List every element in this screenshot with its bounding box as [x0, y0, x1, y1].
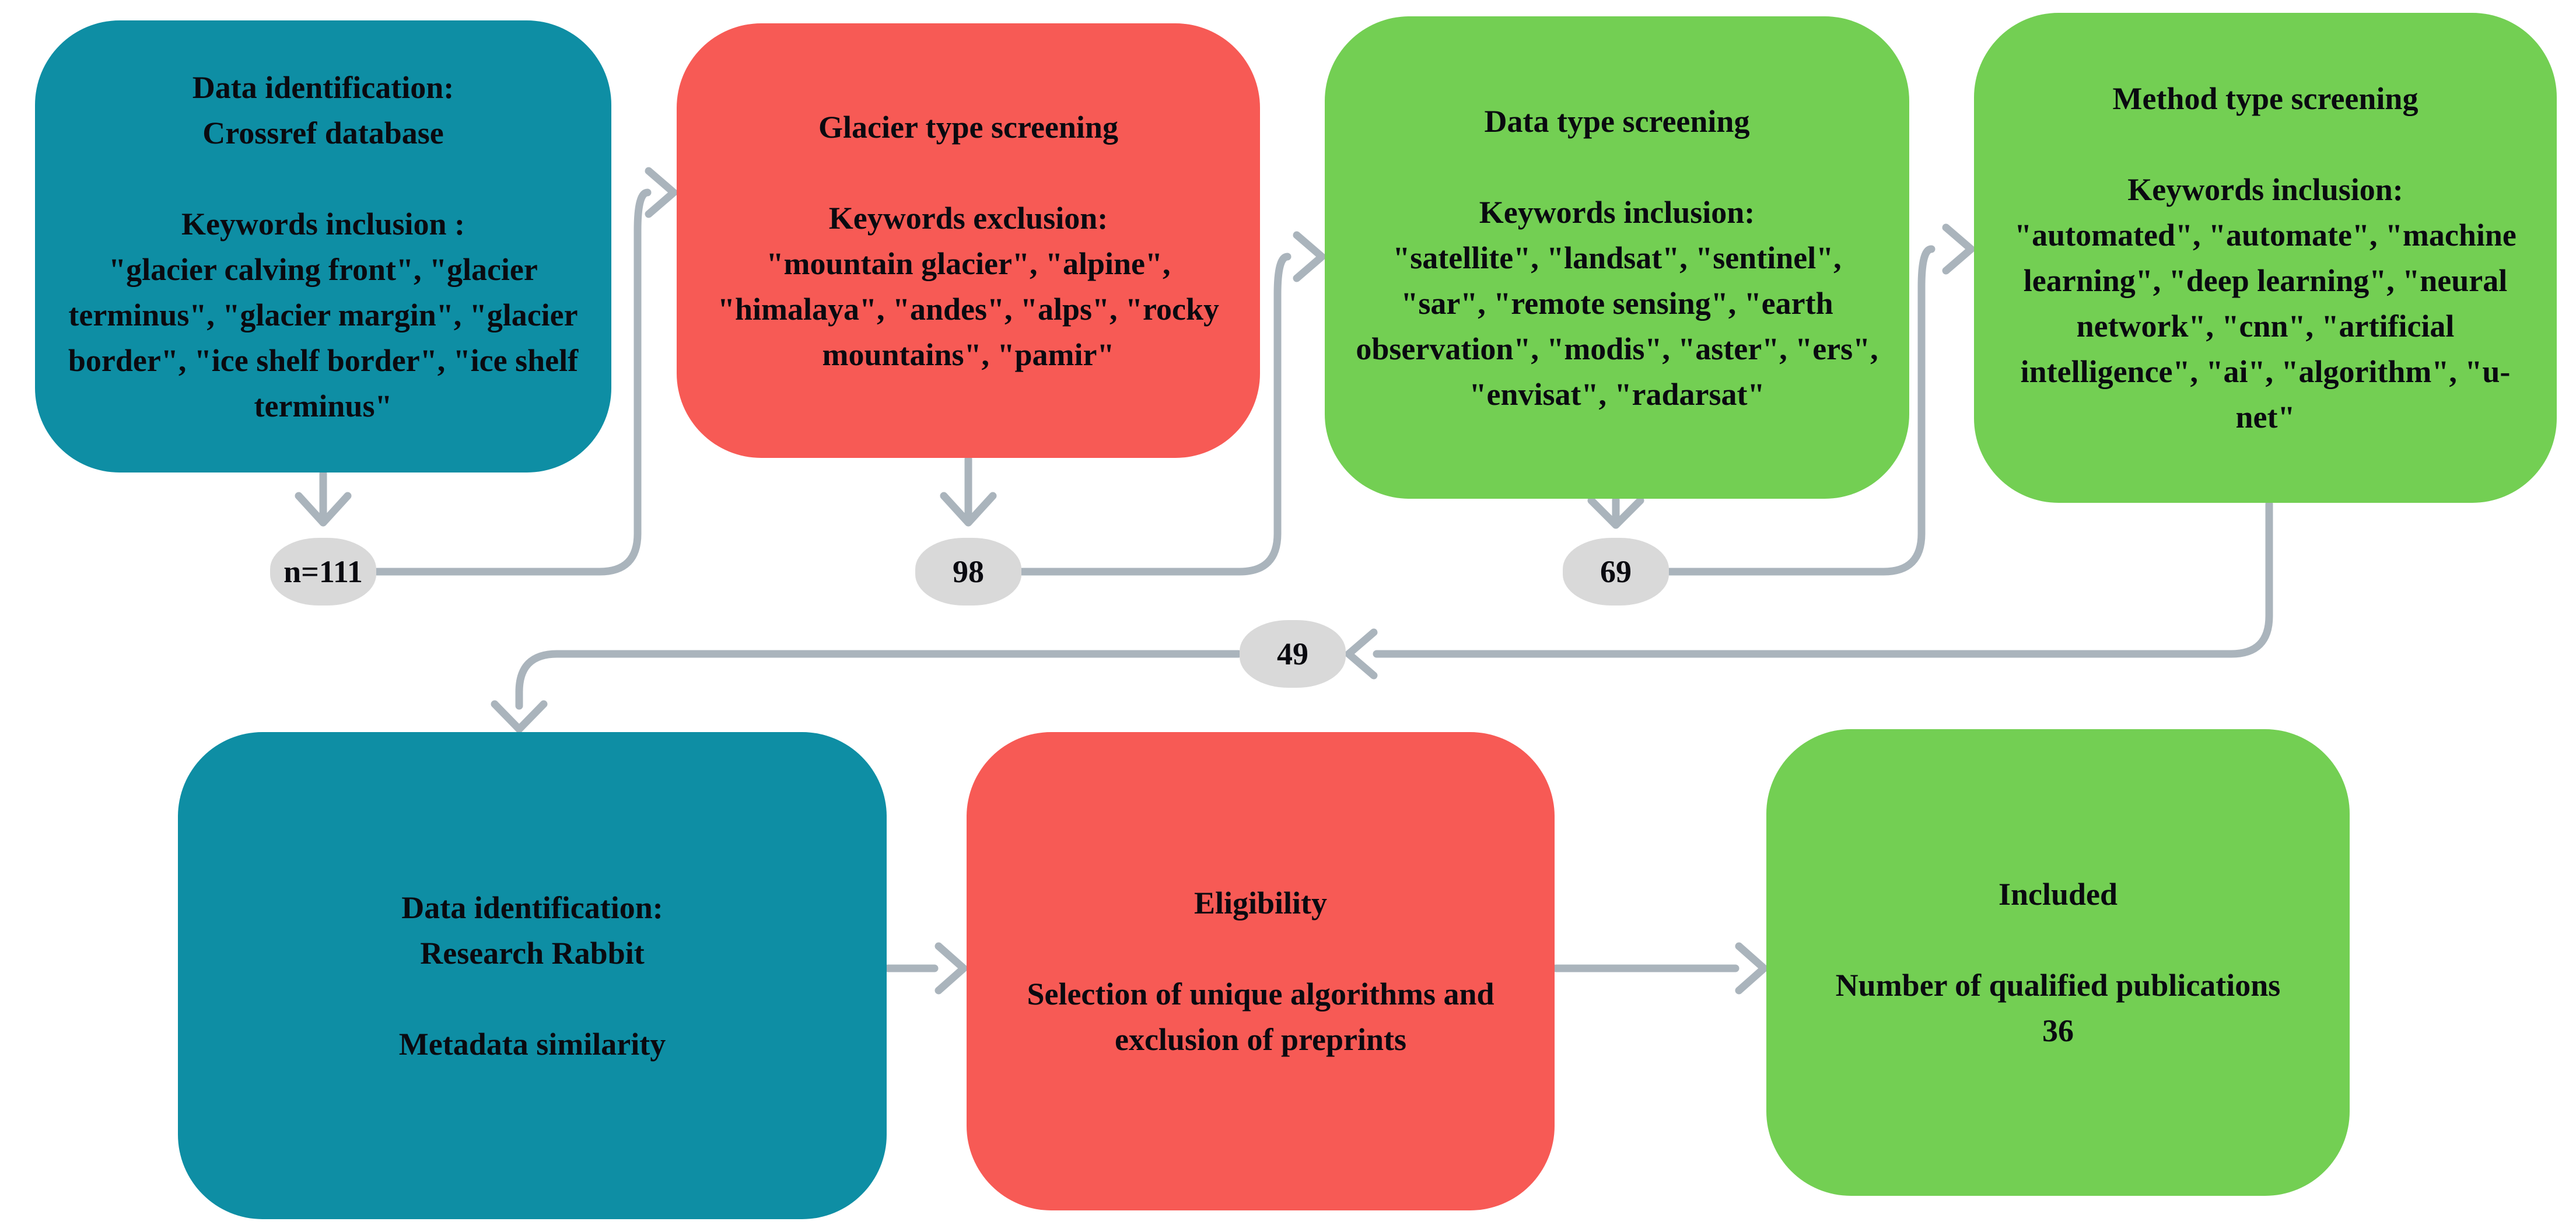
- arrow-box1-to-count-n111: [295, 470, 352, 527]
- connector-count-49-to-box5: [491, 650, 1242, 733]
- connector-box6-to-box7: [1552, 942, 1768, 995]
- box-body: Metadata similarity: [398, 1026, 666, 1062]
- box-body: Keywords inclusion: "satellite", "landsa…: [1356, 194, 1878, 412]
- count-badge-49: 49: [1240, 620, 1346, 688]
- flow-box-data-type-screening: Data type screening Keywords inclusion: …: [1325, 16, 1909, 499]
- count-badge-n111: n=111: [270, 538, 376, 606]
- box-body: Selection of unique algorithms and exclu…: [1027, 977, 1494, 1057]
- count-badge-98: 98: [915, 538, 1021, 606]
- box-title: Method type screening: [2112, 81, 2418, 116]
- box-body: Number of qualified publications 36: [1835, 968, 2281, 1048]
- connector-box4-to-count-49: [1345, 500, 2273, 680]
- connector-box5-to-box6: [884, 942, 968, 995]
- box-title: Glacier type screening: [818, 109, 1118, 145]
- arrow-box2-to-count-98: [940, 455, 997, 527]
- box-body: Keywords inclusion: "automated", "automa…: [2014, 172, 2516, 435]
- box-title: Included: [1998, 877, 2118, 912]
- box-title: Data identification: Research Rabbit: [401, 890, 663, 971]
- box-body: Keywords exclusion: "mountain glacier", …: [718, 200, 1219, 372]
- count-badge-69: 69: [1563, 538, 1669, 606]
- connector-count-98-to-box3: [1018, 231, 1326, 576]
- flow-box-data-identification-crossref: Data identification: Crossref database K…: [35, 20, 611, 473]
- flow-box-glacier-type-screening: Glacier type screening Keywords exclusio…: [677, 23, 1260, 458]
- flow-box-eligibility: Eligibility Selection of unique algorith…: [967, 732, 1555, 1210]
- flow-box-data-identification-research-rabbit: Data identification: Research Rabbit Met…: [178, 732, 887, 1219]
- box-title: Data type screening: [1484, 103, 1750, 139]
- arrow-box3-to-count-69: [1587, 496, 1644, 529]
- connector-count-n111-to-box2: [373, 167, 678, 576]
- box-title: Eligibility: [1194, 886, 1328, 921]
- box-body: Keywords inclusion : "glacier calving fr…: [68, 206, 579, 424]
- flow-box-included: Included Number of qualified publication…: [1766, 729, 2350, 1196]
- connector-count-69-to-box4: [1665, 223, 1975, 576]
- flow-box-method-type-screening: Method type screening Keywords inclusion…: [1974, 13, 2557, 503]
- box-title: Data identification: Crossref database: [192, 69, 454, 150]
